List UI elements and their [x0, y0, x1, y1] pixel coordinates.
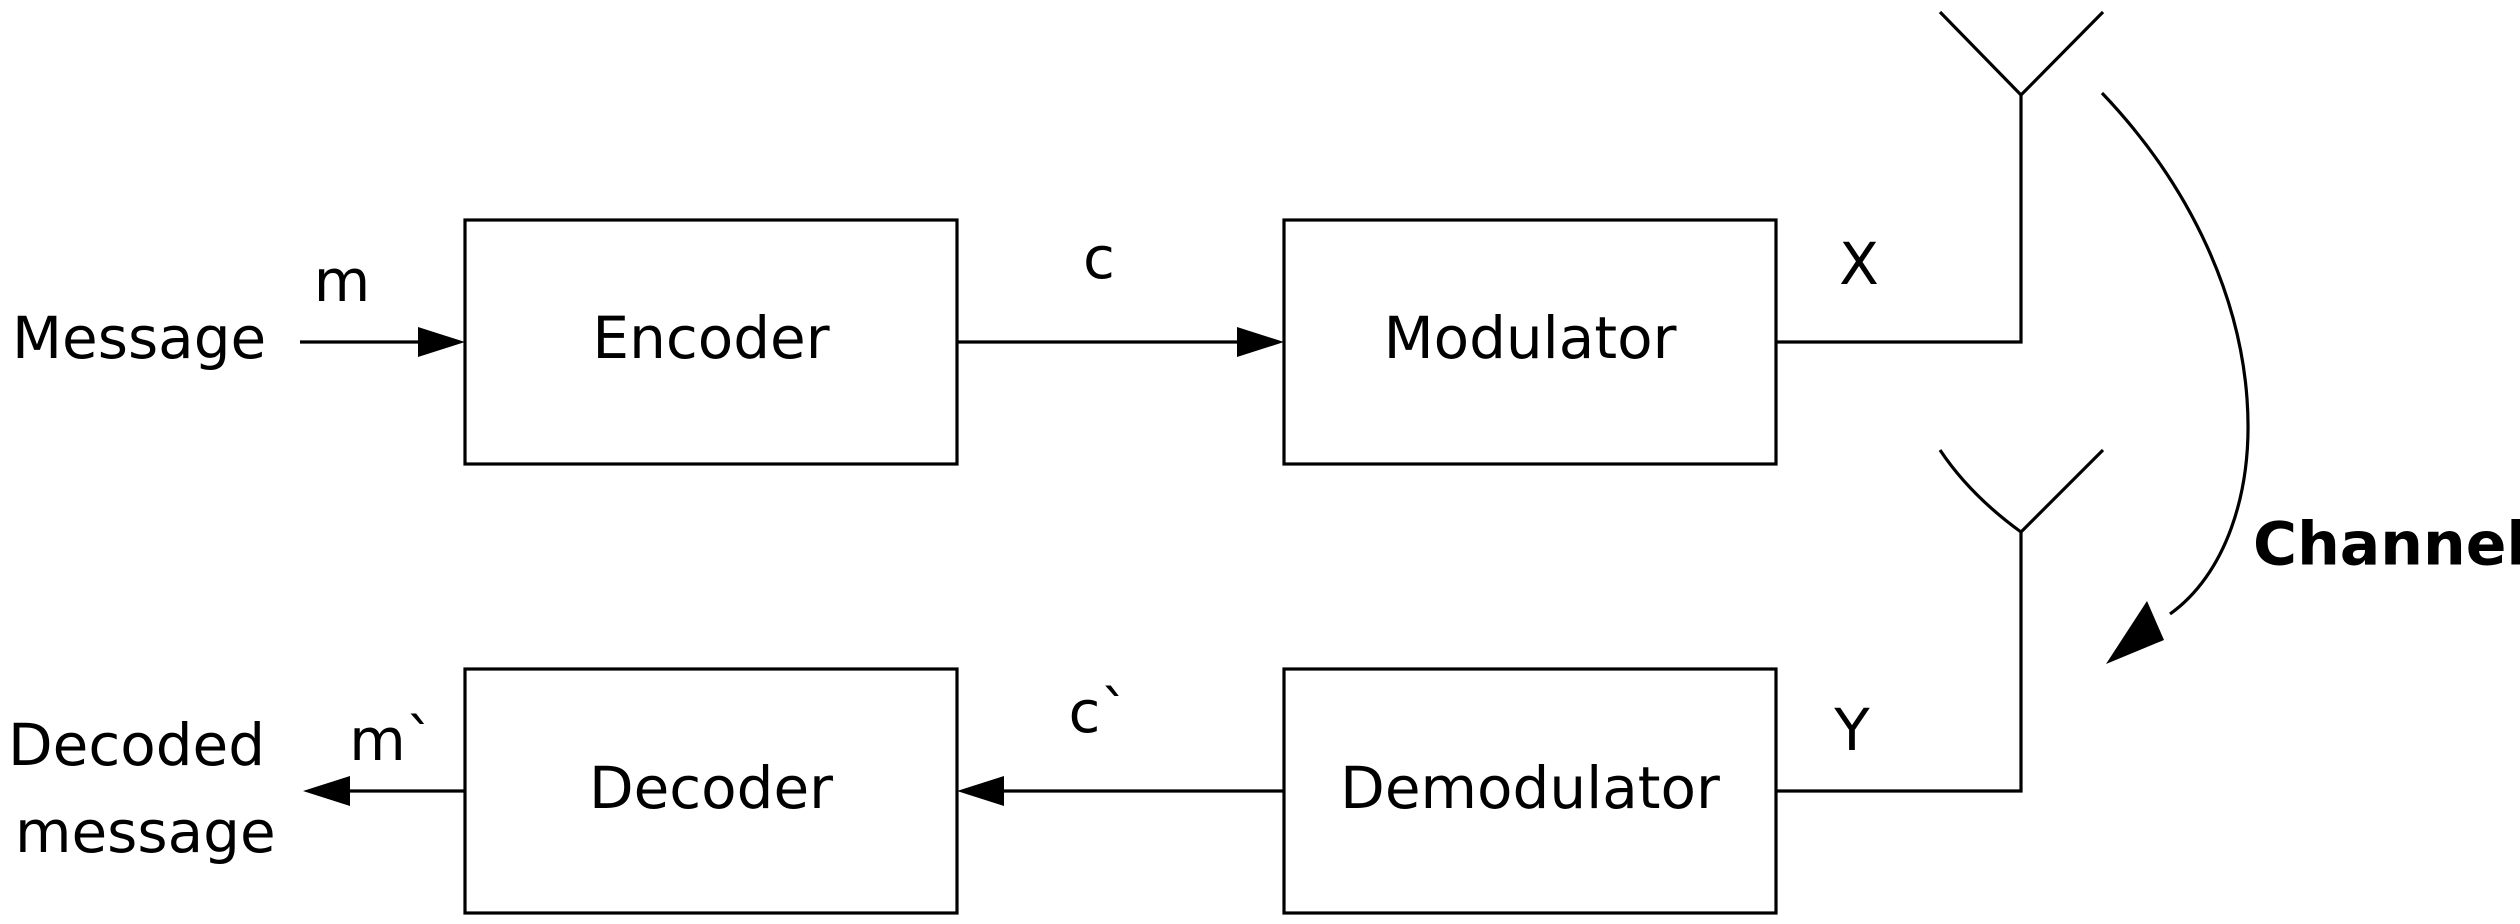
- channel-label: Channel: [2253, 510, 2520, 580]
- decoder-label: Decoder: [589, 754, 833, 822]
- encoded-signal-label: c: [1083, 224, 1115, 292]
- channel-path: [2100, 91, 2250, 616]
- receiver-feed-line: [1776, 532, 2023, 793]
- decoder-output-arrowhead: [303, 776, 350, 806]
- transmitter-antenna-icon: [1938, 10, 2105, 98]
- decoded-message-label-line-1: Decoded: [8, 711, 265, 779]
- decoded-message-label-line-2: message: [15, 798, 276, 866]
- receiver-antenna-left-arm: [1938, 449, 2022, 534]
- decoded-signal-label: m`: [349, 706, 435, 774]
- demodulator-label: Demodulator: [1340, 754, 1720, 822]
- receiver-antenna-right-arm: [2019, 448, 2105, 534]
- message-signal-label: m: [314, 247, 371, 315]
- decoder-block: [463, 667, 959, 915]
- encoder-label: Encoder: [592, 304, 829, 372]
- message-to-encoder-arrowhead: [418, 327, 465, 357]
- encoder-to-modulator-arrowhead: [1237, 327, 1284, 357]
- modulator-label: Modulator: [1384, 304, 1677, 372]
- transmitted-signal-label: X: [1839, 230, 1879, 298]
- modulator-block: [1282, 218, 1778, 466]
- demodulator-to-decoder-arrowhead: [957, 776, 1004, 806]
- recovered-code-label: c`: [1069, 678, 1130, 746]
- channel-arrowhead: [2106, 601, 2164, 664]
- encoder-block: [463, 218, 959, 466]
- message-input-label: Message: [12, 304, 266, 372]
- transmitter-feed-line: [1776, 95, 2023, 344]
- received-signal-label: Y: [1833, 696, 1870, 764]
